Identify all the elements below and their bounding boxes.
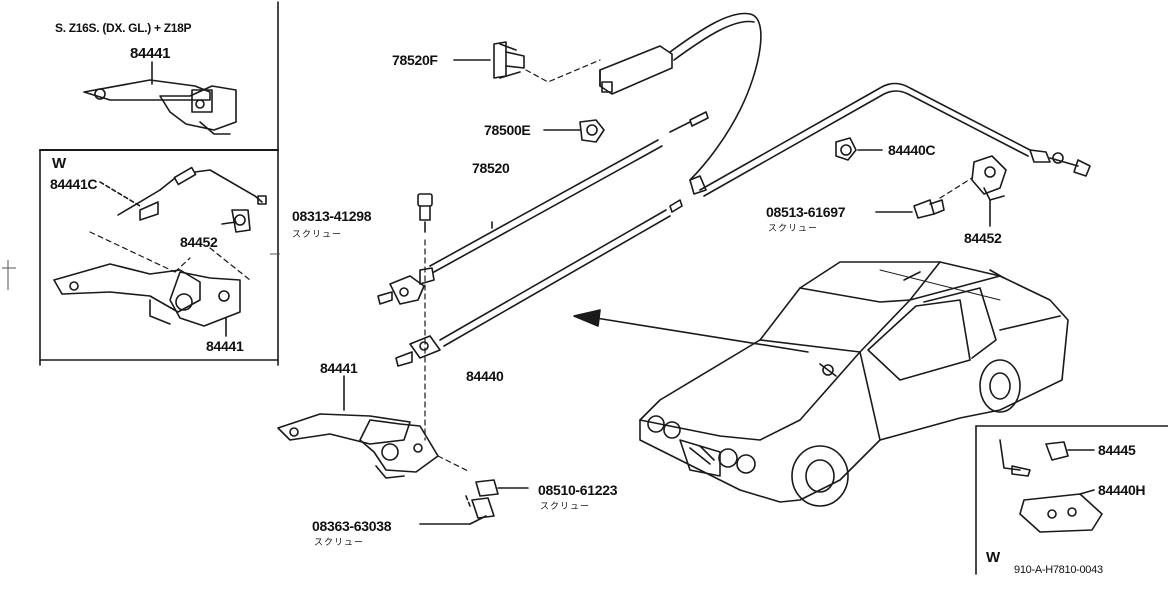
label-08513-screw: スクリュー <box>768 224 819 234</box>
label-08363-63038: 08363-63038 <box>312 518 392 534</box>
label-variant-w-bottom: W <box>986 549 1000 566</box>
screw-08510-61223 <box>475 479 529 497</box>
label-84441C: 84441C <box>50 176 98 192</box>
label-78520: 78520 <box>472 160 510 176</box>
label-84440: 84440 <box>466 368 504 384</box>
inset-heading: S. Z16S. (DX. GL.) + Z18P <box>55 21 192 35</box>
release-handle <box>599 12 762 195</box>
car-illustration <box>639 261 1069 507</box>
label-78520F: 78520F <box>392 52 438 68</box>
cable-84440-long <box>699 82 1091 197</box>
inset-frame-top-left <box>39 1 279 366</box>
bracket-84441-mid-inset <box>53 263 241 337</box>
cable-78520 <box>377 111 709 305</box>
bracket-84441-top-inset <box>83 61 237 135</box>
label-84440H: 84440H <box>1098 482 1146 498</box>
label-84441-top: 84441 <box>130 45 171 62</box>
scan-marks <box>2 253 280 290</box>
part-84440H-inset <box>1019 489 1103 533</box>
label-84452-inset: 84452 <box>180 234 218 250</box>
label-84441-inset: 84441 <box>206 338 244 354</box>
label-84452: 84452 <box>964 230 1002 246</box>
clip-84452-inset <box>221 209 251 233</box>
clip-78500E <box>543 119 605 143</box>
label-08363-screw: スクリュー <box>314 538 365 548</box>
label-08313-41298: 08313-41298 <box>292 208 372 224</box>
inset-frame-bottom-right <box>975 425 1168 575</box>
clip-78520F <box>453 41 601 83</box>
bracket-84452 <box>971 155 1007 227</box>
dashed-lines-mid-inset <box>89 231 251 281</box>
label-variant-w: W <box>52 155 66 172</box>
screw-08313-41298 <box>417 193 433 441</box>
cable-84440 <box>395 199 683 367</box>
screw-08363-63038 <box>419 495 495 525</box>
rod-84441C-inset <box>99 166 267 221</box>
label-08510-screw: スクリュー <box>540 502 591 512</box>
label-08510-61223: 08510-61223 <box>538 482 618 498</box>
label-08313-screw: スクリュー <box>292 230 343 240</box>
screw-08513-61697 <box>875 177 973 219</box>
label-84440C: 84440C <box>888 142 936 158</box>
clip-84440C <box>835 137 883 161</box>
label-84441: 84441 <box>320 360 358 376</box>
label-78500E: 78500E <box>484 122 531 138</box>
label-08513-61697: 08513-61697 <box>766 204 846 220</box>
diagram-code: 910-A-H7810-0043 <box>1014 564 1103 576</box>
label-84445: 84445 <box>1098 442 1136 458</box>
bracket-84441-main <box>277 375 471 479</box>
location-arrow <box>573 309 837 377</box>
part-84445-inset <box>999 439 1095 477</box>
